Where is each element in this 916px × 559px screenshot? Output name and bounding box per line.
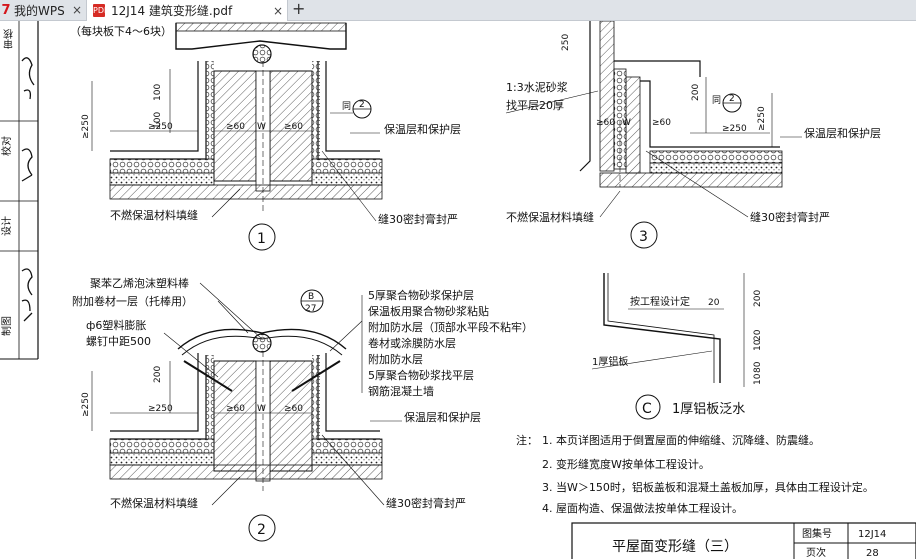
detail-2-dim: ≥250 <box>148 404 173 414</box>
detail-2-left-label: ф6塑料膨胀 <box>86 318 146 332</box>
detail-3-dim: ≥250 <box>722 124 747 134</box>
detail-2-dim: 200 <box>153 366 163 383</box>
detail-1-right-label: 保温层和保护层 <box>384 122 461 136</box>
detail-c-dim: 200 <box>753 290 763 307</box>
wps-logo-icon: 7 <box>1 2 11 18</box>
tab-label: 12J14 建筑变形缝.pdf <box>111 4 233 18</box>
detail-3-dim: 200 <box>691 84 701 101</box>
detail-2-right-label: 保温板用聚合物砂浆粘贴 <box>368 304 489 318</box>
detail-3-left-label-1: 1:3水泥砂浆 <box>506 80 568 94</box>
detail-1-dim: 100 <box>153 84 163 101</box>
detail-3-dim: W <box>622 118 631 128</box>
detail-c-title: 1厚铝板泛水 <box>672 402 745 417</box>
title-block-title: 平屋面变形缝（三） <box>612 539 738 555</box>
detail-2-right-label: 附加防水层 <box>368 352 423 366</box>
detail-1-left-bottom-label: 不燃保温材料填缝 <box>110 208 198 222</box>
detail-1-number: 1 <box>257 231 266 247</box>
note-item: 1. 本页详图适用于倒置屋面的伸缩缝、沉降缝、防震缝。 <box>542 433 820 447</box>
signature-mark <box>21 57 35 100</box>
detail-3-dim: ≥60 <box>652 118 671 128</box>
title-block: 平屋面变形缝（三） 图集号 12J14 页次 28 <box>571 522 916 559</box>
detail-2-dim: ≥60 <box>226 404 245 414</box>
detail-c-dim: 10 <box>753 339 763 351</box>
detail-2-right-label: 卷材或涂膜防水层 <box>368 336 456 350</box>
signature-mark <box>21 148 33 182</box>
detail-3-dim: 250 <box>561 34 571 51</box>
detail-2-left-label: 附加卷材一层（托棒用） <box>72 294 193 308</box>
detail-2-right-bottom-label: 缝30密封膏封严 <box>386 496 466 510</box>
tab-label: 我的WPS <box>14 3 65 18</box>
tab-my-wps[interactable]: 7 我的WPS × <box>0 0 84 20</box>
detail-2-right-label-protect: 保温层和保护层 <box>404 410 481 424</box>
detail-1: （每块板下4～6块） 100 100 ≥250 ≥250 ≥60 W ≥60 <box>70 22 461 251</box>
detail-1-dim: 100 <box>153 112 163 129</box>
detail-2: 聚苯乙烯泡沫塑料棒 附加卷材一层（托棒用） ф6塑料膨胀 螺钉中距500 B 2… <box>72 276 533 542</box>
detail-c-dim: 20 <box>708 298 720 308</box>
pdf-file-icon: PDF <box>93 4 109 17</box>
detail-2-dim: W <box>257 404 266 414</box>
detail-3: 250 200 ≥250 ≥250 ≥60 W ≥60 1:3水泥砂浆 找平层2… <box>505 21 881 249</box>
detail-3-dim: ≥250 <box>757 106 767 131</box>
detail-2-dim: ≥60 <box>284 404 303 414</box>
detail-1-dim: W <box>257 122 266 132</box>
detail-3-callout-tag: 2 <box>729 94 735 104</box>
note-item: 3. 当W＞150时，铝板盖板和混凝土盖板加厚，具体由工程设计定。 <box>542 480 874 494</box>
detail-1-dim: ≥60 <box>226 122 245 132</box>
detail-1-dim: ≥250 <box>81 114 91 139</box>
side-column: 审核 校对 设计 制图 <box>0 21 39 360</box>
detail-c-dim: 80 <box>753 361 763 373</box>
drawing-page: 审核 校对 设计 制图 （每块板下4～6块） 100 100 ≥ <box>0 21 916 559</box>
detail-2-right-label: 5厚聚合物砂浆找平层 <box>368 368 474 382</box>
drafting-label: 制图 <box>0 316 13 336</box>
notes-prefix: 注： <box>516 433 538 447</box>
detail-3-left-label-2: 找平层20厚 <box>506 98 564 112</box>
detail-3-right-bottom-label: 缝30密封膏封严 <box>750 210 830 224</box>
detail-2-ref-bottom: 27 <box>305 304 316 314</box>
atlas-value: 12J14 <box>858 529 886 540</box>
detail-2-dim: ≥250 <box>81 392 91 417</box>
detail-c-dim: 20 <box>753 329 763 341</box>
close-tab-icon[interactable]: × <box>273 3 284 18</box>
detail-1-callout-prefix: 同 <box>342 101 351 112</box>
atlas-label: 图集号 <box>802 527 832 540</box>
detail-2-ref-top: B <box>308 292 314 302</box>
new-tab-button[interactable]: + <box>292 0 306 18</box>
signature-mark <box>21 268 33 322</box>
detail-3-number: 3 <box>639 229 648 245</box>
detail-2-right-label: 附加防水层（顶部水平段不粘牢） <box>368 320 533 334</box>
page-label: 页次 <box>806 546 826 559</box>
detail-2-left-label: 聚苯乙烯泡沫塑料棒 <box>90 276 189 290</box>
detail-1-right-bottom-label: 缝30密封膏封严 <box>378 212 458 226</box>
detail-1-dim: ≥250 <box>148 122 173 132</box>
detail-c-label-top: 按工程设计定 <box>630 295 690 308</box>
detail-3-right-label: 保温层和保护层 <box>804 126 881 140</box>
detail-c-dim: 10 <box>753 373 763 385</box>
detail-2-number: 2 <box>257 522 266 538</box>
note-item: 4. 屋面构造、保温做法按单体工程设计。 <box>542 501 743 515</box>
review-label: 审核 <box>4 28 16 50</box>
notes: 注： 1. 本页详图适用于倒置屋面的伸缩缝、沉降缝、防震缝。 2. 变形缝宽度W… <box>516 433 874 515</box>
detail-3-left-bottom-label: 不燃保温材料填缝 <box>506 210 594 224</box>
detail-2-left-bottom-label: 不燃保温材料填缝 <box>110 496 198 510</box>
detail-2-left-label: 螺钉中距500 <box>86 335 151 348</box>
check-label: 校对 <box>0 136 13 156</box>
detail-c: 按工程设计定 20 200 20 10 80 10 1厚铝板 C 1厚铝板泛水 <box>591 273 763 420</box>
tab-bar: 7 我的WPS × PDF 12J14 建筑变形缝.pdf × + <box>0 0 916 21</box>
detail-2-right-label: 钢筋混凝土墙 <box>368 384 434 398</box>
detail-2-right-label: 5厚聚合物砂浆保护层 <box>368 288 474 302</box>
close-tab-icon[interactable]: × <box>72 3 83 17</box>
page-value: 28 <box>866 548 879 559</box>
detail-1-callout-tag: 2 <box>359 100 365 110</box>
detail-1-top-note: （每块板下4～6块） <box>70 24 172 38</box>
detail-1-dim: ≥60 <box>284 122 303 132</box>
detail-3-dim: ≥60 <box>596 118 615 128</box>
detail-c-symbol: C <box>642 401 652 417</box>
detail-3-callout-prefix: 同 <box>712 95 721 106</box>
design-label: 设计 <box>0 216 13 236</box>
note-item: 2. 变形缝宽度W按单体工程设计。 <box>542 457 710 471</box>
tab-pdf-document[interactable]: PDF 12J14 建筑变形缝.pdf × <box>86 0 288 21</box>
